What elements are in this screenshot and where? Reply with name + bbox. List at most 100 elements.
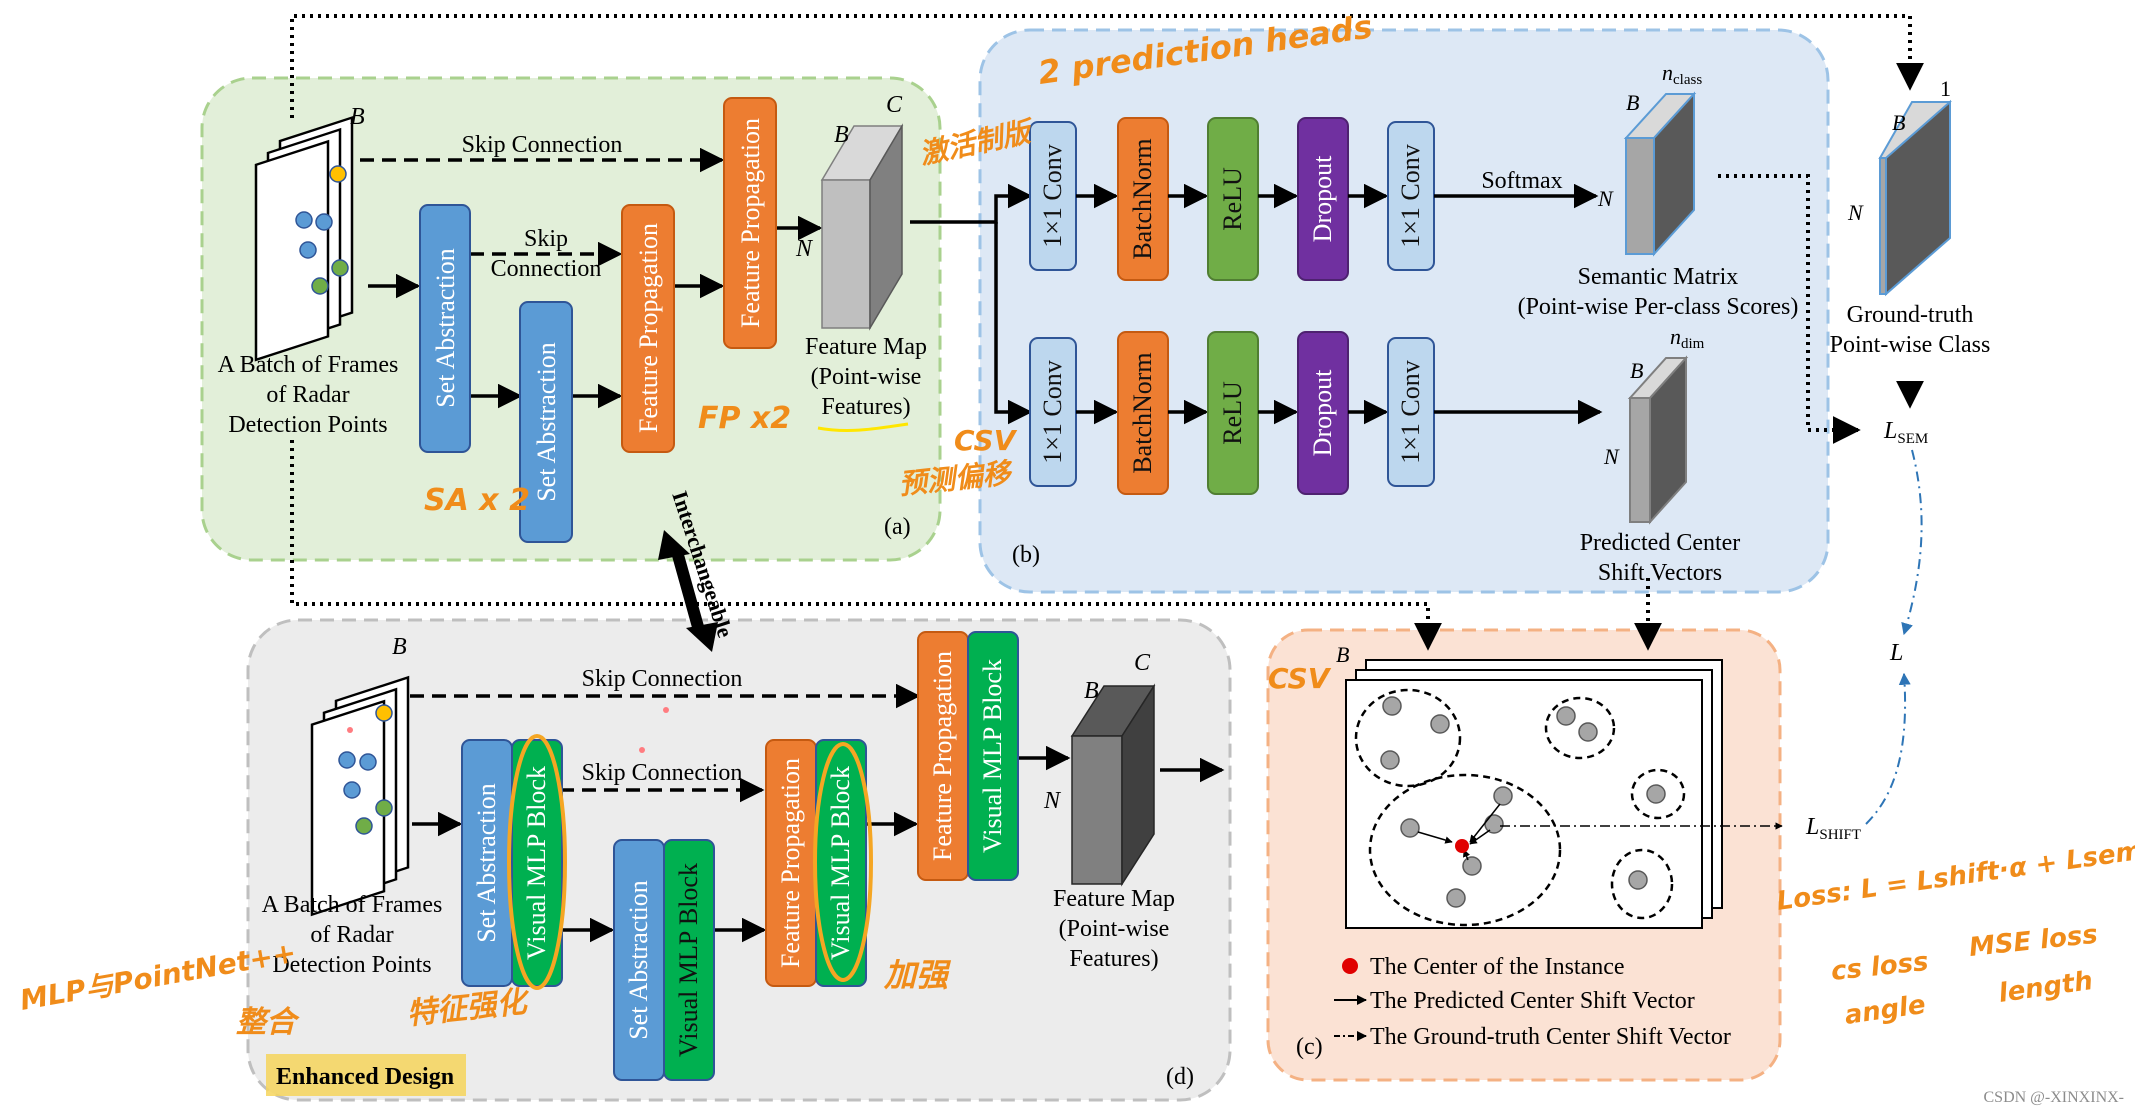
semantic-matrix-line1: Semantic Matrix	[1578, 264, 1739, 290]
frame-stack-d	[310, 675, 410, 917]
loss-sem-to-total	[1901, 449, 1923, 636]
d-skip-mid-label: Skip Connection	[582, 760, 743, 786]
d-feature-propagation-1: Feature Propagation	[765, 739, 817, 987]
cluster-3	[1630, 768, 1686, 820]
c-dim-b: B	[1336, 642, 1349, 667]
svg-text:Set Abstraction: Set Abstraction	[532, 342, 561, 502]
panel-d-content: B A Batch of Frames of Radar Detection P…	[262, 631, 1225, 1096]
legend-gt-label: The Ground-truth Center Shift Vector	[1370, 1024, 1731, 1050]
svg-text:Feature Propagation: Feature Propagation	[776, 758, 805, 968]
map-dim-b: B	[834, 122, 849, 148]
instance-center	[1455, 839, 1469, 853]
semantic-matrix-line2: (Point-wise Per-class Scores)	[1518, 294, 1799, 320]
batchnorm-block-h1	[1117, 117, 1169, 281]
loss-shift-to-total	[1865, 672, 1911, 825]
hand-angle: angle	[1843, 990, 1928, 1031]
dropout-block-h1	[1297, 117, 1349, 281]
sem-n-class: nclass	[1662, 60, 1702, 88]
svg-text:Dropout: Dropout	[1308, 369, 1337, 456]
svg-text:Set Abstraction: Set Abstraction	[624, 880, 653, 1040]
svg-text:1×1 Conv: 1×1 Conv	[1396, 144, 1425, 248]
head-1: 1×1 Conv BatchNorm ReLU Dropout 1×1 Conv…	[1029, 117, 1599, 281]
gt-dim-n: N	[1847, 200, 1864, 225]
svg-text:Set Abstraction: Set Abstraction	[431, 248, 460, 408]
dotted-bottom-link	[290, 440, 1442, 651]
skip-connection-top-label: Skip Connection	[462, 132, 623, 158]
gt-dim-one: 1	[1940, 76, 1951, 101]
semantic-matrix-cube	[1623, 91, 1697, 257]
panel-c-tag: (c)	[1296, 1034, 1323, 1060]
d-feature-propagation-2: Feature Propagation	[917, 631, 969, 881]
input-label-line3: Detection Points	[228, 412, 387, 438]
d-feature-map-line3: Features)	[1069, 946, 1158, 972]
svg-text:Feature Propagation: Feature Propagation	[928, 651, 957, 861]
hand-cs-loss: cs loss	[1830, 947, 1930, 987]
legend-center-icon	[1342, 958, 1358, 974]
arrow-map-head2	[994, 222, 1033, 425]
frame-dim-b: B	[350, 104, 365, 130]
hand-fpx2: FP x2	[698, 401, 791, 436]
svg-text:ReLU: ReLU	[1218, 381, 1247, 445]
d-skip-top-label: Skip Connection	[582, 666, 743, 692]
hand-mse-loss: MSE loss	[1968, 920, 2100, 963]
softmax-label: Softmax	[1481, 168, 1562, 194]
set-abstraction-block-1: Set Abstraction	[419, 204, 471, 453]
d-map-dim-b: B	[1084, 678, 1099, 704]
gt-label-line1: Ground-truth	[1847, 302, 1974, 328]
d-input-line1: A Batch of Frames	[262, 892, 443, 918]
hand-loss: Loss: L = Lshift·α + Lsem	[1775, 836, 2135, 917]
d-feature-map-cube	[1070, 683, 1156, 887]
shift-n-dim: ndim	[1670, 324, 1705, 352]
d-visual-mlp-3: Visual MLP Block	[815, 739, 867, 987]
panel-b-tag: (b)	[1012, 542, 1040, 568]
hand-sax2: SA x 2	[424, 483, 530, 518]
arrow-map-heads	[910, 183, 1033, 224]
feature-propagation-block-2: Feature Propagation	[723, 97, 777, 349]
svg-text:Visual MLP Block: Visual MLP Block	[978, 659, 1007, 853]
gt-label-line2: Point-wise Class	[1830, 332, 1991, 358]
d-visual-mlp-1: Visual MLP Block	[511, 739, 563, 987]
svg-text:Visual MLP Block: Visual MLP Block	[826, 766, 855, 960]
loss-total-label: L	[1889, 640, 1903, 666]
watermark: CSDN @-XINXINX-	[1984, 1089, 2125, 1106]
head-2: 1×1 Conv BatchNorm ReLU Dropout 1×1 Conv	[1029, 331, 1603, 495]
set-abstraction-block-2: Set Abstraction	[519, 301, 573, 543]
ground-truth-cube	[1878, 99, 1952, 297]
d-input-line3: Detection Points	[272, 952, 431, 978]
loss-shift-label: LSHIFT	[1805, 814, 1861, 843]
map-dim-n: N	[795, 236, 814, 262]
shift-dim-n: N	[1603, 444, 1620, 469]
skip-mid-line2: Connection	[491, 256, 602, 282]
hand-add: 加强	[883, 956, 952, 994]
annotation-circle-2	[813, 742, 873, 982]
svg-text:Feature Propagation: Feature Propagation	[634, 223, 663, 433]
dotted-top-link	[290, 14, 1924, 118]
loss-sem-label: LSEM	[1883, 418, 1928, 447]
skip-mid-line1: Skip	[524, 226, 568, 252]
hand-csv1: CSV	[954, 424, 1018, 457]
panel-b-content: 1×1 Conv BatchNorm ReLU Dropout 1×1 Conv…	[910, 60, 1798, 586]
d-frame-dim-b: B	[392, 634, 407, 660]
annotation-circle-1	[507, 734, 567, 990]
dotted-sem-link	[1718, 174, 1861, 444]
input-label-line2: of Radar	[266, 382, 349, 408]
hand-merge: 整合	[236, 1005, 300, 1040]
feature-map-label-line1: Feature Map	[805, 334, 927, 360]
panel-d-tag: (d)	[1166, 1064, 1194, 1090]
d-map-dim-c: C	[1134, 650, 1151, 676]
feature-map-label-line3: Features)	[821, 394, 910, 420]
d-visual-mlp-4: Visual MLP Block	[967, 631, 1019, 881]
underline-annotation	[817, 422, 909, 433]
legend-pred-label: The Predicted Center Shift Vector	[1370, 988, 1695, 1014]
gt-dim-b: B	[1892, 110, 1905, 135]
panel-a-content: B A Batch of Frames of Radar Detection P…	[218, 92, 927, 543]
svg-text:1×1 Conv: 1×1 Conv	[1038, 144, 1067, 248]
hand-length: length	[1997, 966, 2095, 1009]
cluster-1	[1354, 688, 1462, 788]
d-feature-map-line2: (Point-wise	[1059, 916, 1170, 942]
svg-text:Feature Propagation: Feature Propagation	[736, 118, 765, 328]
legend-center-label: The Center of the Instance	[1370, 954, 1625, 980]
shift-vectors-line2: Shift Vectors	[1598, 560, 1722, 586]
feature-map-cube-a	[820, 123, 904, 331]
